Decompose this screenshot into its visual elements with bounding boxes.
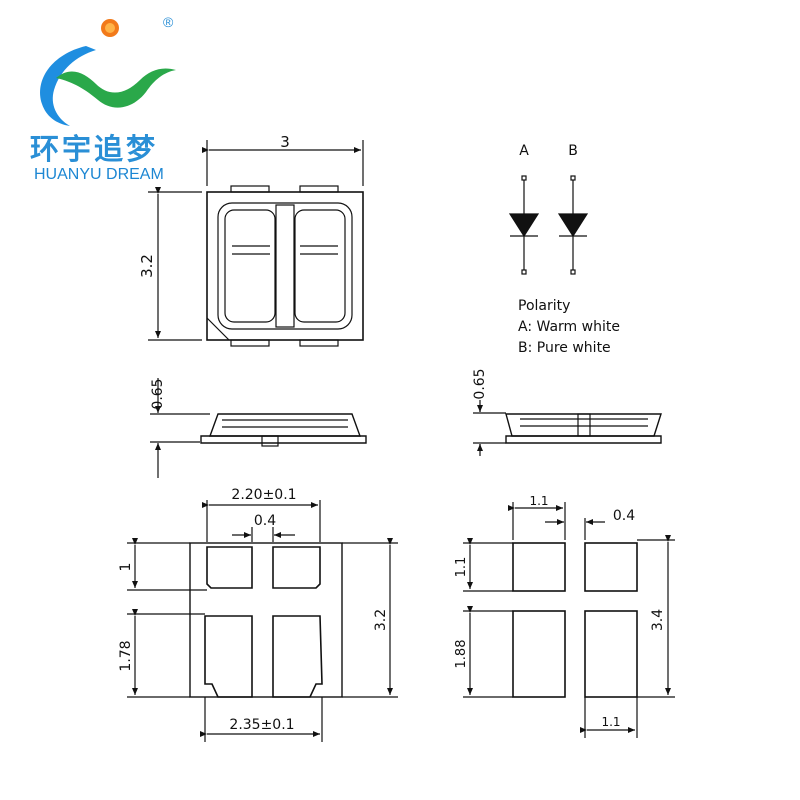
top-view	[148, 140, 364, 347]
footprint-total-height-dim: 3.4	[650, 609, 666, 631]
footprint-pad-bottom-height-dim: 1.88	[454, 640, 469, 669]
polarity-a-desc: A: Warm white	[518, 319, 620, 335]
registered-mark: ®	[163, 14, 174, 30]
bottom-pad-top-height-dim: 1	[118, 563, 134, 572]
side-right-height-dim: 0.65	[472, 368, 488, 399]
brand-name-cn: 环宇追梦	[30, 132, 159, 166]
logo-mark-icon	[40, 19, 176, 126]
side-view-right	[473, 400, 662, 456]
footprint-gap-dim: 0.4	[613, 508, 635, 524]
bottom-total-height-dim: 3.2	[373, 609, 389, 631]
bottom-top-width-dim: 2.20±0.1	[231, 487, 296, 503]
polarity-schematic	[508, 175, 589, 275]
footprint-pad-top-height-dim: 1.1	[454, 557, 469, 578]
brand-name-en: HUANYU DREAM	[34, 166, 164, 183]
bottom-gap-dim: 0.4	[254, 513, 276, 529]
bottom-view	[127, 500, 398, 742]
footprint-pad-width-bottom-dim: 1.1	[601, 715, 620, 729]
side-left-height-dim: 0.65	[150, 378, 166, 409]
schematic-label-a: A	[519, 143, 529, 159]
polarity-legend: Polarity A: Warm white B: Pure white	[518, 296, 620, 359]
bottom-pad-bottom-height-dim: 1.78	[118, 640, 134, 671]
top-height-dim: 3.2	[138, 254, 156, 278]
recommended-footprint	[463, 502, 675, 738]
brand-logo: 环宇追梦 HUANYU DREAM ®	[0, 0, 200, 200]
bottom-bottom-width-dim: 2.35±0.1	[229, 717, 294, 733]
polarity-title: Polarity	[518, 298, 571, 314]
schematic-label-b: B	[568, 143, 578, 159]
footprint-pad-width-top-dim: 1.1	[529, 494, 548, 508]
side-view-left	[150, 378, 367, 478]
polarity-b-desc: B: Pure white	[518, 340, 611, 356]
top-width-dim: 3	[280, 133, 290, 151]
